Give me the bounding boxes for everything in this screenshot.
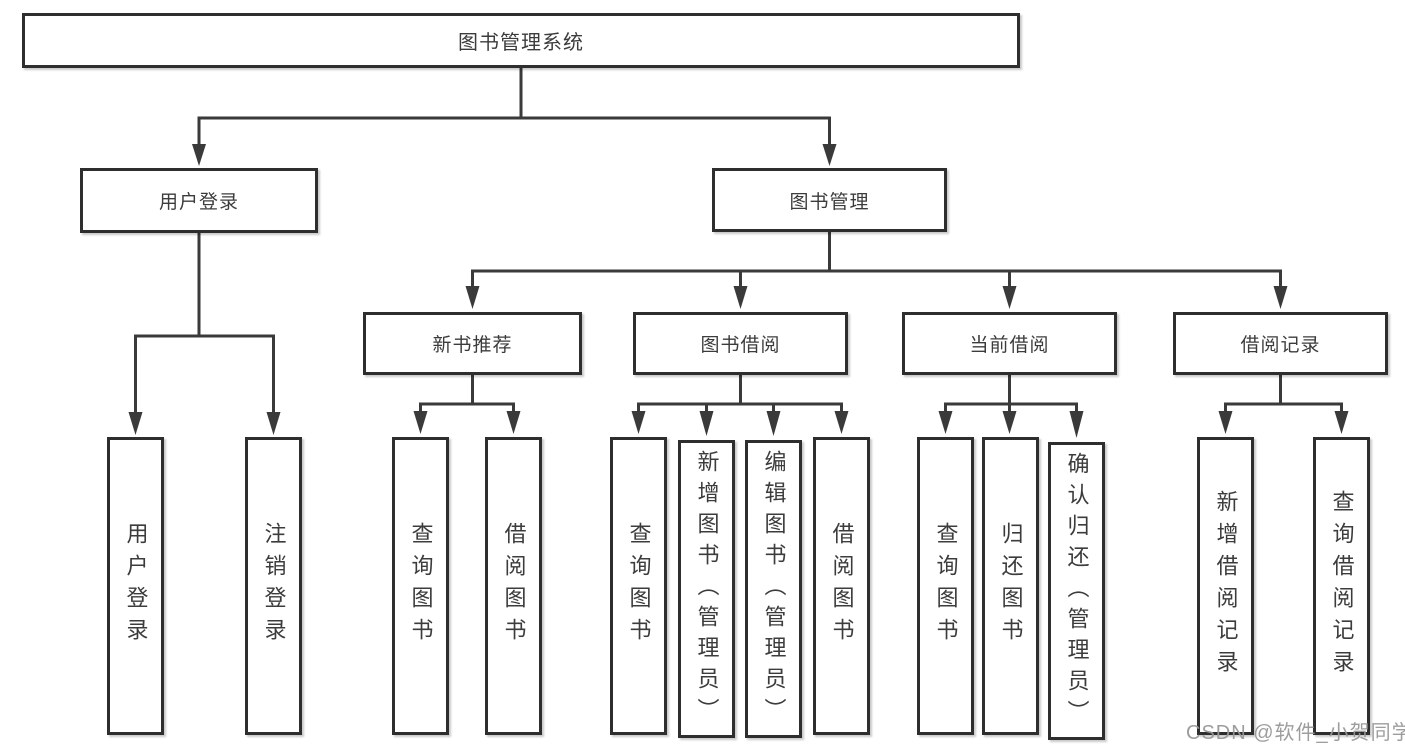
arrowhead-book-borrow [733, 286, 748, 309]
leaf-borrow-books-recommend: 借阅图书 [485, 437, 542, 735]
leaf-add-borrow-record-label: 新增借阅记录 [1213, 490, 1239, 682]
leaf-query-books-recommend-label: 查询图书 [408, 522, 434, 650]
leaf-query-books-current: 查询图书 [917, 437, 974, 735]
node-current-borrow: 当前借阅 [902, 312, 1117, 375]
arrowhead-borrow-records [1273, 286, 1288, 309]
connector-records-rail [1224, 402, 1343, 414]
arrowhead-recommend-leaf-2 [506, 411, 521, 434]
connector-level3-rail [471, 269, 1282, 288]
arrowhead-records-leaf-1 [1218, 411, 1233, 434]
arrowhead-current-borrow [1002, 286, 1017, 309]
leaf-confirm-return-admin: 确认归还（管理员） [1048, 442, 1105, 740]
leaf-return-books-label: 归还图书 [998, 522, 1024, 650]
arrowhead-login-leaf-1 [128, 412, 143, 435]
arrowhead-recommend-leaf-1 [413, 411, 428, 434]
arrowhead-borrow-leaf-2 [699, 411, 714, 436]
arrowhead-user-login [192, 144, 206, 166]
leaf-edit-books-admin: 编辑图书（管理员） [745, 440, 802, 738]
node-library-management-system: 图书管理系统 [22, 13, 1020, 68]
node-new-book-recommend: 新书推荐 [363, 312, 582, 375]
leaf-query-books-borrow: 查询图书 [610, 437, 667, 735]
connector-level2-rail [197, 116, 831, 147]
leaf-borrow-books: 借阅图书 [813, 437, 870, 735]
leaf-add-books-admin: 新增图书（管理员） [678, 440, 735, 738]
connector-login-rail [134, 334, 275, 414]
connector-recommend-rail [419, 402, 515, 414]
leaf-add-books-admin-label: 新增图书（管理员） [694, 449, 720, 729]
connector-borrow-rail [637, 402, 843, 414]
leaf-query-books-recommend: 查询图书 [392, 437, 449, 735]
leaf-borrow-books-label: 借阅图书 [829, 522, 855, 650]
node-book-management: 图书管理 [712, 168, 947, 232]
arrowhead-records-leaf-2 [1334, 411, 1349, 434]
leaf-query-borrow-record: 查询借阅记录 [1313, 437, 1370, 735]
csdn-watermark: CSDN @软件_小贺同学 [1186, 722, 1405, 744]
leaf-user-login-label: 用户登录 [123, 522, 149, 650]
leaf-query-borrow-record-label: 查询借阅记录 [1329, 490, 1355, 682]
arrowhead-current-leaf-1 [938, 411, 953, 434]
leaf-logout: 注销登录 [245, 437, 302, 735]
leaf-query-books-current-label: 查询图书 [933, 522, 959, 650]
node-user-login: 用户登录 [80, 168, 318, 233]
leaf-user-login: 用户登录 [107, 437, 164, 735]
arrowhead-book-management [822, 144, 837, 166]
leaf-confirm-return-admin-label: 确认归还（管理员） [1064, 451, 1090, 731]
leaf-add-borrow-record: 新增借阅记录 [1197, 437, 1254, 735]
leaf-return-books: 归还图书 [982, 437, 1039, 735]
arrowhead-current-leaf-2 [1002, 411, 1017, 434]
arrowhead-current-leaf-3 [1069, 411, 1084, 438]
arrowhead-borrow-leaf-1 [631, 411, 646, 434]
arrowhead-login-leaf-2 [266, 412, 281, 435]
leaf-borrow-books-recommend-label: 借阅图书 [501, 522, 527, 650]
leaf-query-books-borrow-label: 查询图书 [626, 522, 652, 650]
node-book-borrow: 图书借阅 [633, 312, 848, 375]
arrowhead-new-book [465, 286, 480, 309]
leaf-edit-books-admin-label: 编辑图书（管理员） [761, 449, 787, 729]
arrowhead-borrow-leaf-4 [834, 411, 849, 434]
leaf-logout-label: 注销登录 [261, 522, 287, 650]
node-borrow-records: 借阅记录 [1173, 312, 1388, 375]
arrowhead-borrow-leaf-3 [766, 411, 781, 436]
